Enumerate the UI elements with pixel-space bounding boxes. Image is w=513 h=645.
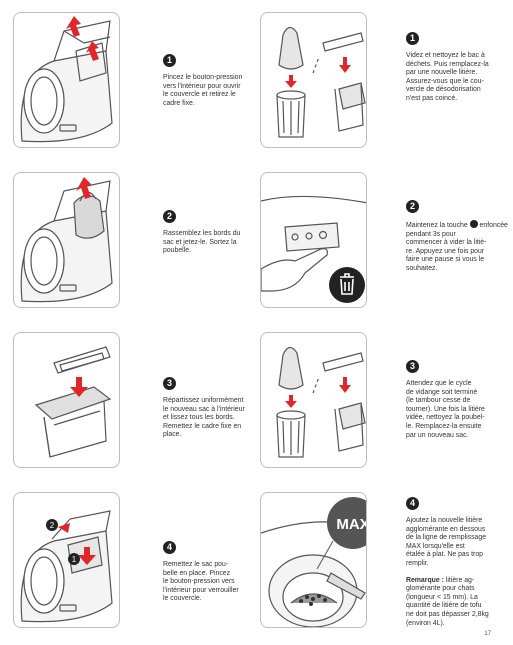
trash-icon	[340, 273, 354, 295]
left-step-2: 2 Rassemblez les bords du sac et jetez-l…	[163, 210, 283, 256]
step-description: Maintenez la touche enfoncée pendant 3s …	[406, 220, 513, 274]
step-description: Pincez le bouton-pression vers l'intérie…	[163, 74, 243, 107]
page-number: 17	[484, 631, 491, 637]
step-note: Remarque : litière ag- glomérante pour c…	[406, 577, 513, 629]
left-step-4: 4 Remettez le sac pou- belle en place. P…	[163, 541, 283, 604]
step-number: 1	[406, 32, 419, 45]
illustration-empty-drawer	[260, 12, 367, 148]
right-step-2: 2 Maintenez la touche enfoncée pendant 3…	[406, 200, 513, 274]
step-number: 3	[406, 360, 419, 373]
step-description: Attendez que le cycle de vidange soit te…	[406, 380, 485, 439]
left-step-3: 3 Répartissez uniformément le nouveau sa…	[163, 377, 283, 440]
trash-icon-badge	[329, 267, 365, 303]
note-label: Remarque :	[406, 576, 444, 584]
illustration-new-bag	[13, 332, 120, 468]
step-badge-1-label: 1	[72, 555, 77, 564]
step-badge-1	[68, 553, 80, 565]
right-step-4: 4 Ajoutez la nouvelle litière aggloméran…	[406, 497, 513, 628]
step-description: Remettez le sac pou- belle en place. Pin…	[163, 561, 239, 603]
trash-button-icon	[469, 220, 478, 228]
step-badge-2-label: 2	[50, 521, 55, 530]
max-line-callout	[327, 497, 366, 549]
right-step-1: 1 Videz et nettoyez le bac à déchets. Pu…	[406, 32, 513, 104]
max-label: MAX	[336, 516, 367, 533]
step-number: 3	[163, 377, 176, 390]
step-description: Rassemblez les bords du sac et jetez-le.…	[163, 230, 241, 255]
step-description: Videz et nettoyez le bac à déchets. Puis…	[406, 52, 489, 102]
illustration-press-button	[260, 172, 367, 308]
illustration-open-lid	[13, 12, 120, 148]
step-description-end: enfoncée pendant 3s pour commencer à vid…	[406, 222, 508, 272]
note-text: litière ag- glomérante pour chats (longu…	[406, 576, 489, 627]
illustration-wait-cycle	[260, 332, 367, 468]
step-number: 2	[406, 200, 419, 213]
step-number: 2	[163, 210, 176, 223]
illustration-add-litter: MAX	[260, 492, 367, 628]
right-step-3: 3 Attendez que le cycle de vidange soit …	[406, 360, 513, 440]
step-number: 1	[163, 54, 176, 67]
illustration-remove-bag	[13, 172, 120, 308]
step-description-start: Maintenez la touche	[406, 222, 468, 229]
step-number: 4	[163, 541, 176, 554]
step-number: 4	[406, 497, 419, 510]
step-description: Ajoutez la nouvelle litière agglomérante…	[406, 517, 487, 567]
step-badge-2	[46, 519, 58, 531]
left-step-1: 1 Pincez le bouton-pression vers l'intér…	[163, 54, 283, 108]
step-description: Répartissez uniformément le nouveau sac …	[163, 397, 245, 439]
illustration-close-lid: 2 1	[13, 492, 120, 628]
